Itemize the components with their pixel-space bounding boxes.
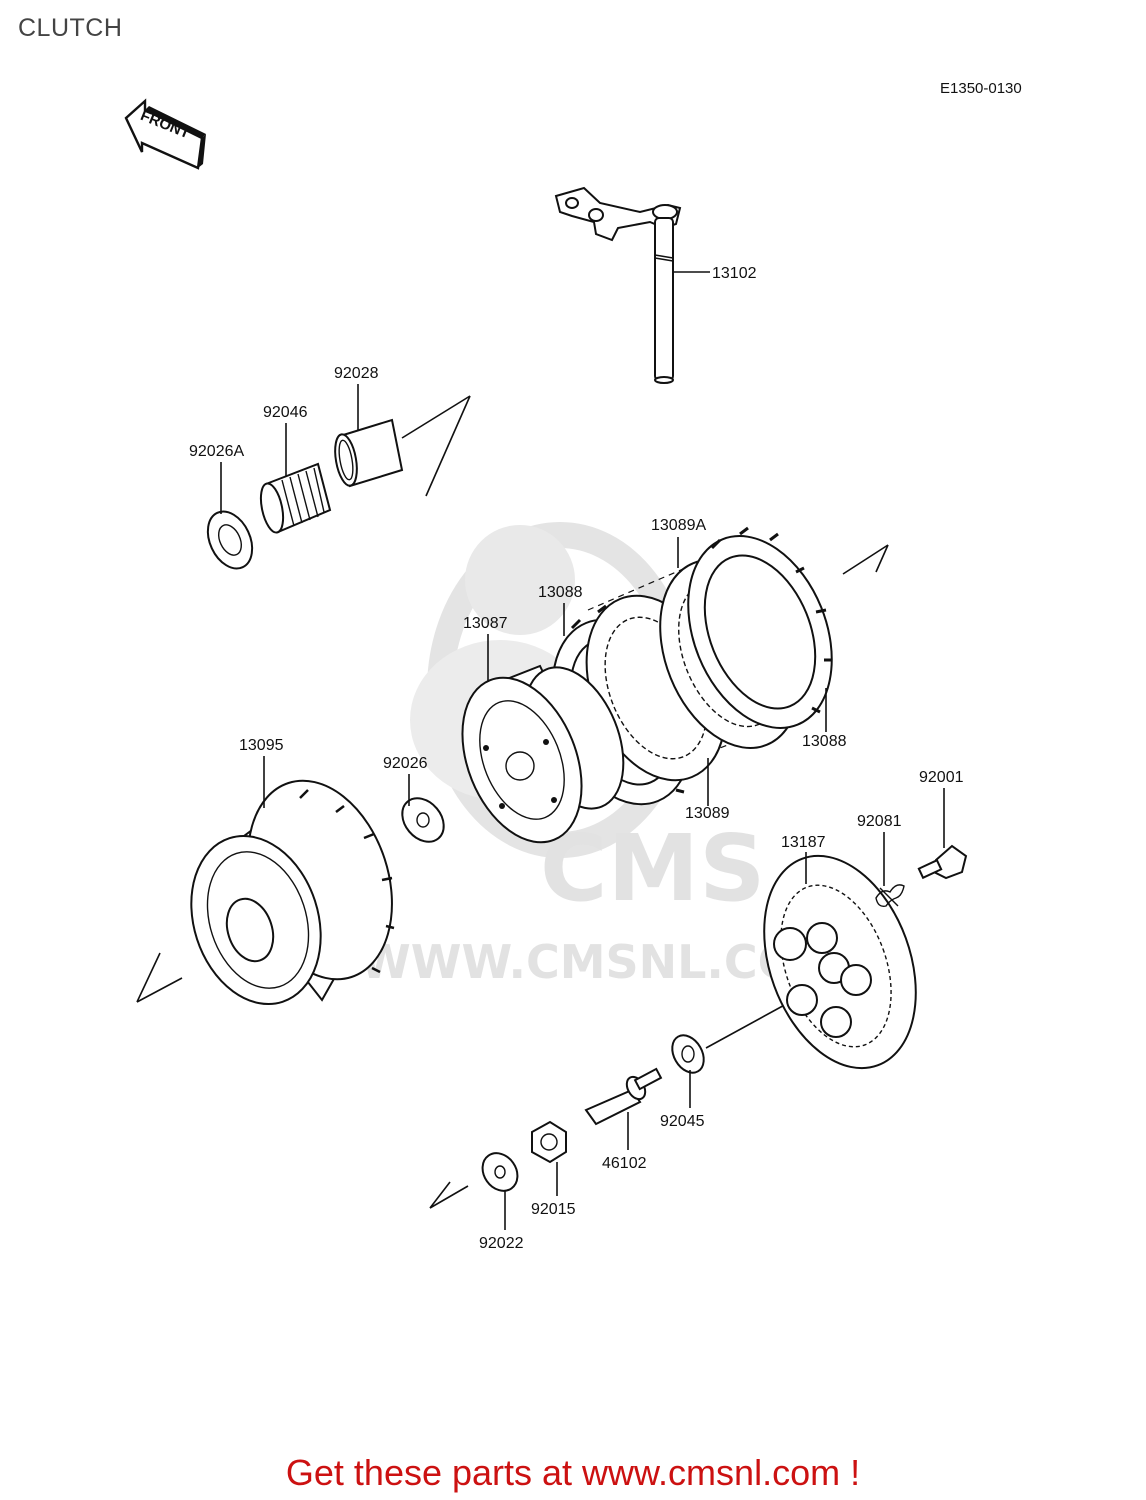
washer-92022 [481, 1152, 519, 1192]
guide-line [705, 1001, 791, 1049]
spring-92081 [875, 884, 905, 908]
part-label-13102[interactable]: 13102 [712, 265, 757, 282]
part-label-46102[interactable]: 46102 [602, 1155, 647, 1172]
part-label-13095[interactable]: 13095 [239, 737, 284, 754]
clutch-hub-13087 [461, 664, 625, 844]
push-rod-46102 [584, 1067, 663, 1126]
part-label-92026[interactable]: 92026 [383, 755, 428, 772]
part-label-13087[interactable]: 13087 [463, 615, 508, 632]
part-labels: 13102 92028 92046 92026A 13089A 13088 13… [189, 265, 964, 1252]
page-title: CLUTCH [18, 14, 123, 42]
part-label-13088-front[interactable]: 13088 [538, 584, 583, 601]
part-label-13088-rear[interactable]: 13088 [802, 733, 847, 750]
pressure-plate-13187 [763, 854, 917, 1070]
bearing-92045 [671, 1034, 705, 1074]
part-label-92045[interactable]: 92045 [660, 1113, 705, 1130]
diagram-code: E1350-0130 [940, 80, 1022, 97]
footer-cta-link[interactable]: Get these parts at www.cmsnl.com ! [285, 1452, 861, 1493]
guide-line [875, 544, 889, 573]
part-label-92046[interactable]: 92046 [263, 404, 308, 421]
watermark-url-text: WWW.CMSNL.COM [360, 935, 843, 989]
bush-92028 [334, 418, 404, 488]
guide-line [136, 977, 183, 1003]
part-label-92001[interactable]: 92001 [919, 769, 964, 786]
nut-92015 [531, 1120, 567, 1164]
part-label-92081[interactable]: 92081 [857, 813, 902, 830]
guide-line [425, 395, 471, 497]
friction-plate-13088-rear [687, 526, 833, 729]
part-label-92015[interactable]: 92015 [531, 1201, 576, 1218]
footer-cta: Get these parts at www.cmsnl.com ! [0, 1452, 1146, 1494]
guide-line [842, 544, 889, 575]
guide-line [429, 1185, 469, 1209]
front-arrow-icon: FRONT [124, 98, 206, 170]
bolt-92001 [917, 844, 968, 880]
guide-line [429, 1181, 451, 1209]
part-label-92028[interactable]: 92028 [334, 365, 379, 382]
part-label-13187[interactable]: 13187 [781, 834, 826, 851]
leader-lines [220, 271, 945, 1230]
guide-line [401, 395, 471, 439]
guide-line [136, 952, 161, 1003]
watermark-logo-text: CMS [540, 815, 765, 922]
part-label-92022[interactable]: 92022 [479, 1235, 524, 1252]
needle-bearing-92046 [259, 462, 332, 534]
part-label-13089a[interactable]: 13089A [651, 517, 706, 534]
part-label-13089[interactable]: 13089 [685, 805, 730, 822]
part-label-92026a[interactable]: 92026A [189, 443, 244, 460]
washer-92026 [401, 797, 445, 843]
clutch-housing-13095 [190, 779, 395, 1006]
washer-92026a [206, 510, 254, 570]
release-shaft-13102 [554, 186, 682, 384]
